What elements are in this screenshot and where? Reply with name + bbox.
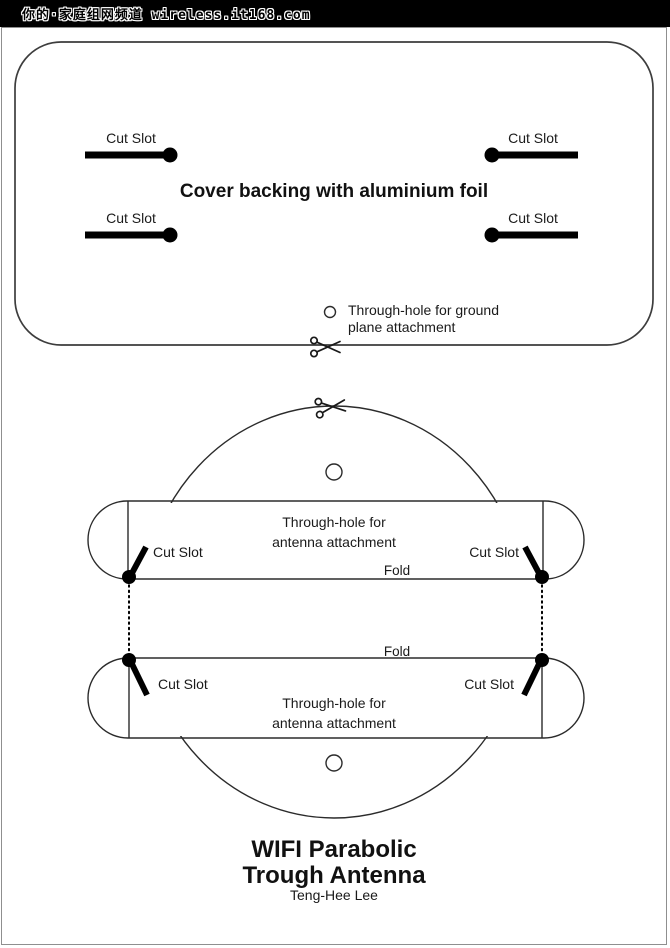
band-top-fold-label: Fold [384, 563, 410, 578]
watermark-text: 你的·家庭组网频道 wireless.it168.com [22, 8, 311, 23]
band-bottom-cut-slot-left: Cut Slot [122, 653, 208, 697]
ground-hole-label-line1: Through-hole for ground [348, 302, 499, 318]
ground-hole-circle [323, 305, 337, 319]
band-top-cut-slot-right: Cut Slot [469, 544, 549, 584]
ellipse-mask [78, 503, 592, 736]
band-bottom-outline [87, 657, 585, 739]
cut-slot-dot [162, 147, 178, 163]
band-top-outline [87, 500, 585, 580]
band-bottom-hole-label-line1: Through-hole for [282, 695, 386, 711]
cut-slot-line [128, 545, 149, 577]
cut-slot-bottom-left: Cut Slot [85, 210, 178, 243]
band-top-hole-label-line2: antenna attachment [272, 534, 396, 550]
cut-slot-dot [484, 227, 500, 243]
cut-slot-label: Cut Slot [153, 544, 203, 560]
page-border [1, 27, 667, 945]
cut-slot-label: Cut Slot [106, 210, 156, 226]
cut-slot-bottom-right: Cut Slot [484, 210, 578, 243]
cut-slot-line [522, 545, 543, 577]
ground-hole-label-line2: plane attachment [348, 319, 456, 335]
scissors-icon [309, 336, 341, 358]
antenna-hole-bottom-circle [325, 754, 343, 772]
band-top-hole-label-line1: Through-hole for [282, 514, 386, 530]
cut-slot-line [128, 660, 150, 697]
cut-slot-dot [535, 570, 549, 584]
cut-slot-label: Cut Slot [469, 544, 519, 560]
diagram-title-line2: Trough Antenna [242, 862, 426, 889]
watermark-bar: 你的·家庭组网频道 wireless.it168.com [0, 0, 670, 27]
cut-slot-dot [162, 227, 178, 243]
cut-slot-label: Cut Slot [464, 676, 514, 692]
diagram-title-line1: WIFI Parabolic [251, 836, 416, 863]
foil-panel-title: Cover backing with aluminium foil [180, 181, 488, 202]
band-bottom-cut-slot-right: Cut Slot [464, 653, 549, 697]
cut-slot-label: Cut Slot [508, 210, 558, 226]
band-top-cut-slot-left: Cut Slot [122, 544, 203, 584]
cut-slot-dot [484, 147, 500, 163]
cut-slot-label: Cut Slot [106, 130, 156, 146]
cut-slot-line [521, 660, 543, 697]
cut-slot-top-left: Cut Slot [85, 130, 178, 163]
band-bottom-hole-label-line2: antenna attachment [272, 715, 396, 731]
cut-slot-dot [122, 570, 136, 584]
cut-slot-top-right: Cut Slot [484, 130, 578, 163]
cut-slot-label: Cut Slot [158, 676, 208, 692]
antenna-hole-top-circle [325, 463, 343, 481]
band-bottom-fold-label: Fold [384, 644, 410, 659]
cut-slot-label: Cut Slot [508, 130, 558, 146]
author-credit: Teng-Hee Lee [290, 887, 378, 903]
